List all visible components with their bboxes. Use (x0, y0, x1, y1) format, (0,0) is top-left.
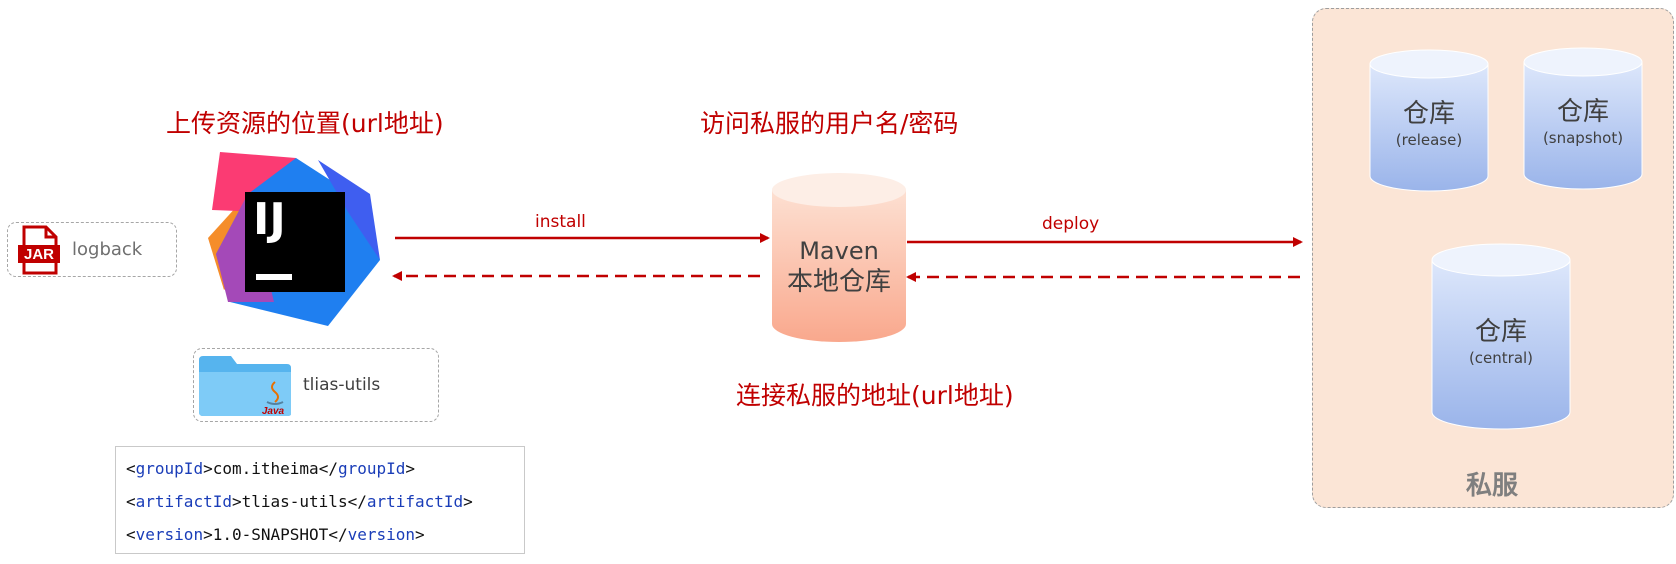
tlias-utils-label: tlias-utils (303, 375, 381, 395)
code-tag: artifactId (366, 492, 464, 511)
release-repo-cylinder (1369, 49, 1489, 192)
code-tag: artifactId (135, 492, 232, 511)
code-punct: < (126, 525, 136, 544)
deploy-label: deploy (1042, 214, 1100, 234)
local-repo-subtitle: 本地仓库 (786, 267, 891, 297)
ide-logo-letters: IJ (253, 194, 286, 245)
group-id-value: com.itheima (212, 459, 319, 478)
release-repo-type: (release) (1395, 131, 1463, 149)
logback-label: logback (72, 239, 143, 260)
code-punct: < (126, 492, 136, 511)
local-repo-text: Maven 本地仓库 (770, 236, 908, 298)
artifact-id-value: tlias-utils (241, 492, 348, 511)
private-server-label: 私服 (1466, 471, 1519, 501)
artifact-id-line: <artifactId>tlias-utils</artifactId> (126, 485, 514, 518)
credentials-label: 访问私服的用户名/密码 (700, 109, 959, 138)
release-repo-text: 仓库 (release) (1368, 98, 1490, 150)
java-badge-text: Java (262, 406, 285, 417)
central-repo-name: 仓库 (1474, 317, 1527, 347)
code-tag: groupId (337, 459, 406, 478)
code-punct: > (415, 525, 425, 544)
central-repo-type: (central) (1468, 349, 1534, 367)
snapshot-repo-cylinder (1523, 47, 1643, 190)
version-value: 1.0-SNAPSHOT (212, 525, 329, 544)
upload-location-label: 上传资源的位置(url地址) (166, 109, 444, 138)
snapshot-repo-name: 仓库 (1556, 97, 1609, 127)
java-folder-icon: Java (199, 356, 291, 417)
central-repo-text: 仓库 (central) (1430, 316, 1572, 368)
jar-icon-text: JAR (24, 246, 54, 263)
code-punct: </ (318, 459, 338, 478)
code-tag: version (347, 525, 416, 544)
connect-address-label: 连接私服的地址(url地址) (736, 381, 1014, 410)
code-punct: > (203, 525, 213, 544)
code-punct: </ (328, 525, 348, 544)
group-id-line: <groupId>com.itheima</groupId> (126, 452, 514, 485)
code-tag: groupId (135, 459, 204, 478)
snapshot-repo-type: (snapshot) (1542, 129, 1624, 147)
release-repo-name: 仓库 (1402, 99, 1455, 129)
install-label: install (535, 212, 586, 232)
snapshot-repo-text: 仓库 (snapshot) (1522, 96, 1644, 148)
code-punct: </ (347, 492, 367, 511)
local-repo-title: Maven (799, 237, 879, 265)
intellij-idea-logo: IJ (208, 152, 380, 326)
code-punct: > (203, 459, 213, 478)
code-punct: < (126, 459, 136, 478)
code-tag: version (135, 525, 204, 544)
version-line: <version>1.0-SNAPSHOT</version> (126, 518, 514, 551)
local-repo-cylinder (772, 173, 906, 342)
jar-file-icon: JAR (18, 225, 60, 274)
logback-dependency-chip: JAR logback (7, 222, 177, 277)
central-repo-cylinder (1431, 243, 1571, 430)
code-punct: > (405, 459, 416, 478)
code-punct: > (463, 492, 473, 511)
code-punct: > (231, 492, 242, 511)
tlias-utils-project-chip: Java tlias-utils (193, 348, 439, 422)
pom-coordinates-box: <groupId>com.itheima</groupId> <artifact… (115, 446, 525, 554)
